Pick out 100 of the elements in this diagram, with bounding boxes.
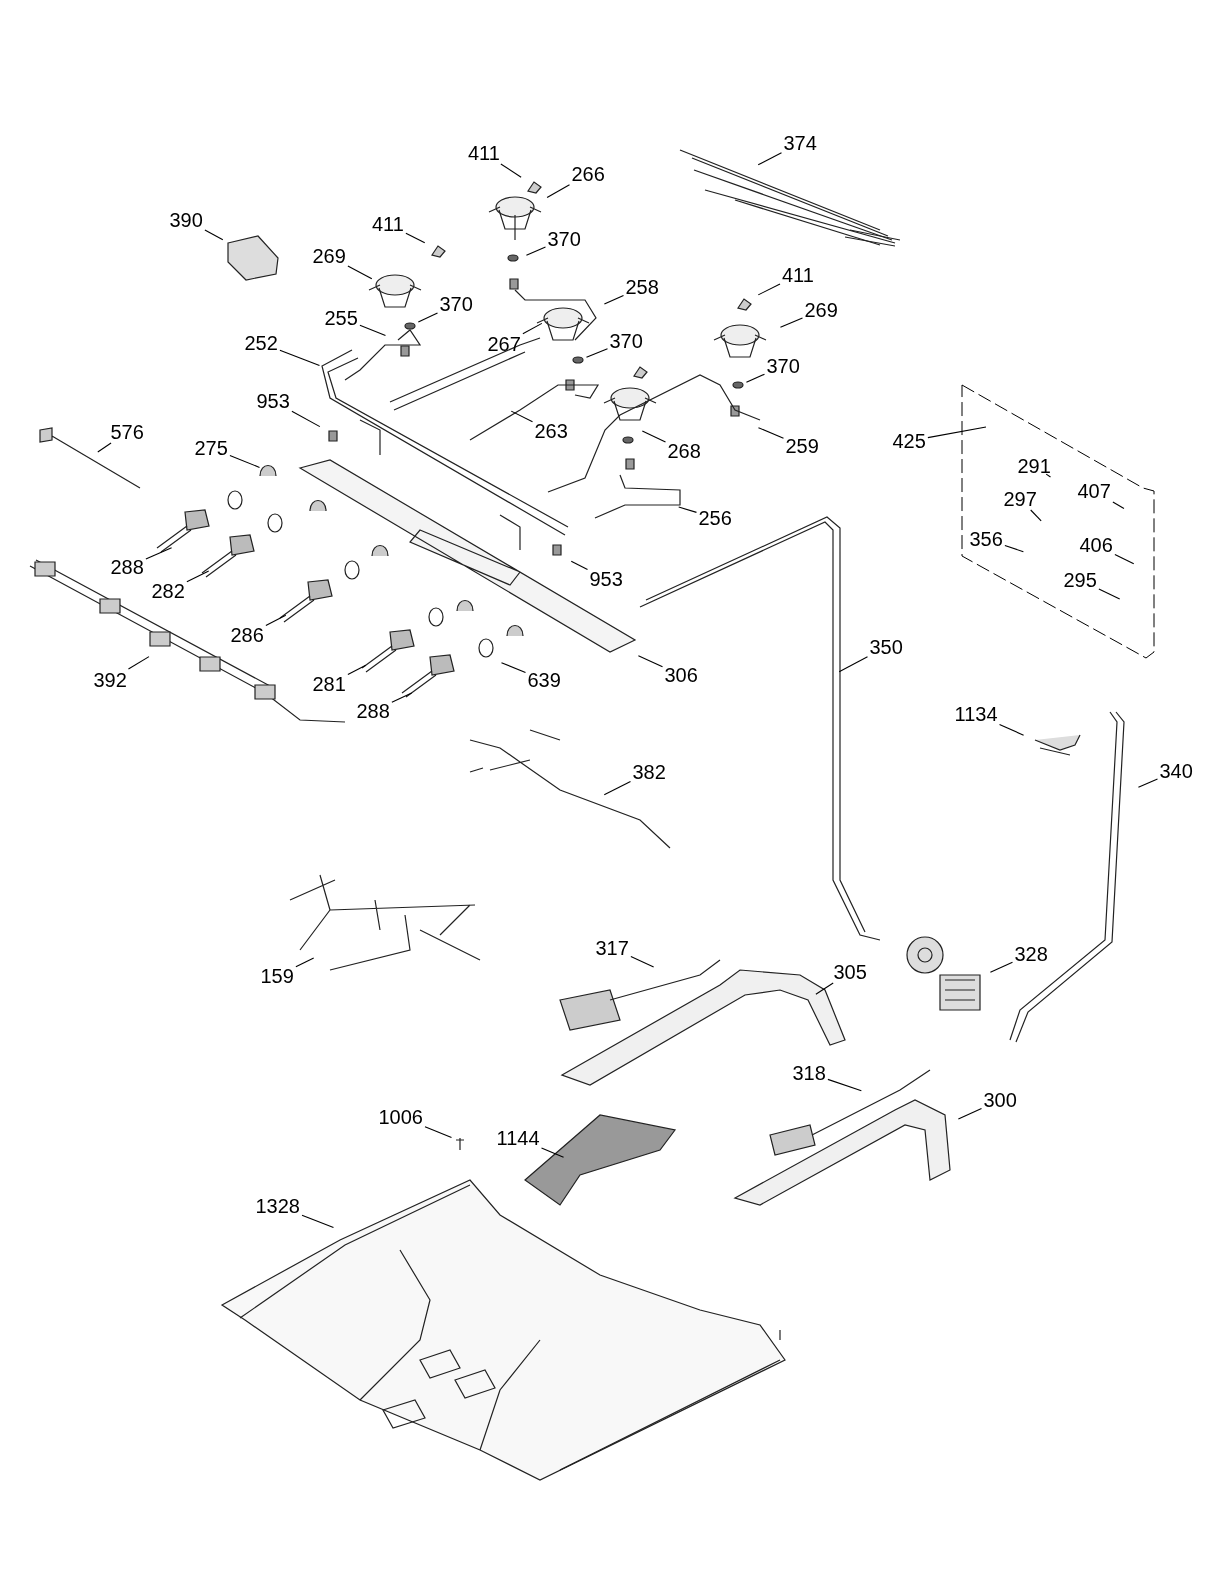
leader-line (1004, 544, 1024, 553)
callout-number: 425 (891, 431, 927, 451)
callout-number: 266 (570, 164, 606, 184)
callout-number: 288 (355, 701, 391, 721)
leader-line (301, 1214, 335, 1229)
leader-line (757, 152, 783, 166)
callout-number: 411 (781, 265, 815, 285)
leader-line (1045, 473, 1052, 478)
callout-number: 411 (371, 214, 405, 234)
callout-number: 406 (1078, 535, 1114, 555)
callout-number: 411 (467, 143, 501, 163)
callout-number: 305 (832, 962, 868, 982)
leader-line (630, 956, 655, 968)
callout-number: 263 (533, 421, 569, 441)
leader-line (510, 410, 534, 423)
leader-line (295, 957, 315, 968)
leader-line (525, 246, 547, 256)
callout-number: 288 (109, 557, 145, 577)
leader-line (500, 163, 522, 178)
leader-line (745, 373, 766, 383)
leader-line (1030, 509, 1042, 522)
callout-number: 269 (803, 300, 839, 320)
leader-line (127, 656, 150, 670)
callout-number: 328 (1013, 944, 1049, 964)
callout-number: 258 (624, 277, 660, 297)
callout-number: 282 (150, 581, 186, 601)
callout-number: 281 (311, 674, 347, 694)
leader-line (779, 317, 804, 328)
leader-line (637, 655, 664, 668)
leader-line (570, 560, 589, 570)
leader-line (347, 664, 367, 675)
callout-number: 340 (1158, 761, 1194, 781)
leader-line (97, 442, 112, 453)
leader-line (603, 294, 625, 305)
leader-line (1137, 778, 1159, 788)
callout-number: 252 (243, 333, 279, 353)
leader-line (989, 961, 1014, 973)
leader-line (546, 184, 571, 199)
callout-number: 1328 (254, 1196, 301, 1216)
callout-number: 350 (868, 637, 904, 657)
callout-number: 392 (92, 670, 128, 690)
callout-number: 300 (982, 1090, 1018, 1110)
leader-line (359, 324, 387, 336)
callout-number: 306 (663, 665, 699, 685)
callout-number: 370 (608, 331, 644, 351)
callout-number: 382 (631, 762, 667, 782)
callout-number: 291 (1016, 456, 1052, 476)
callout-number: 1134 (953, 704, 999, 724)
callout-number: 269 (311, 246, 347, 266)
leader-line (391, 692, 413, 703)
callout-number: 1006 (377, 1107, 424, 1127)
leader-line (603, 780, 632, 796)
callout-number: 268 (666, 441, 702, 461)
callout-number: 370 (546, 229, 582, 249)
leader-line (279, 349, 321, 367)
leader-line (522, 322, 543, 335)
callout-number: 639 (526, 670, 562, 690)
callout-number: 318 (791, 1063, 827, 1083)
callout-number: 255 (323, 308, 359, 328)
leader-line (265, 614, 287, 626)
callout-number: 370 (765, 356, 801, 376)
leader-line (500, 662, 527, 673)
leader-line (827, 1078, 862, 1092)
callout-number: 953 (588, 569, 624, 589)
callout-number: 267 (486, 334, 522, 354)
leader-line (186, 570, 210, 583)
leader-line (145, 547, 173, 560)
leader-line (927, 426, 987, 439)
leader-line (1112, 501, 1125, 509)
leader-line (405, 232, 426, 244)
callout-number: 1144 (495, 1128, 541, 1148)
callout-number: 407 (1076, 481, 1112, 501)
leader-line (229, 454, 261, 468)
callout-number: 275 (193, 438, 229, 458)
leader-line (757, 427, 785, 439)
leader-line (998, 723, 1025, 736)
leader-line (1114, 553, 1135, 565)
callout-number: 297 (1002, 489, 1038, 509)
callout-number: 295 (1062, 570, 1098, 590)
leader-line (1098, 588, 1121, 600)
leader-line (204, 229, 224, 241)
leader-line (641, 430, 667, 443)
leader-line (417, 312, 439, 323)
leader-line (815, 982, 834, 995)
callout-number: 259 (784, 436, 820, 456)
callout-number: 953 (255, 391, 291, 411)
callout-number: 374 (782, 133, 818, 153)
leader-line (957, 1108, 983, 1120)
callout-number: 256 (697, 508, 733, 528)
leader-line (424, 1126, 453, 1138)
leader-line (838, 656, 869, 673)
callout-number: 576 (109, 422, 145, 442)
callout-number: 356 (968, 529, 1004, 549)
callout-number: 159 (259, 966, 295, 986)
callout-number: 390 (168, 210, 204, 230)
callout-number: 286 (229, 625, 265, 645)
leader-line (347, 265, 373, 280)
callout-number: 370 (438, 294, 474, 314)
leader-line (678, 506, 698, 513)
leader-line (757, 283, 781, 296)
